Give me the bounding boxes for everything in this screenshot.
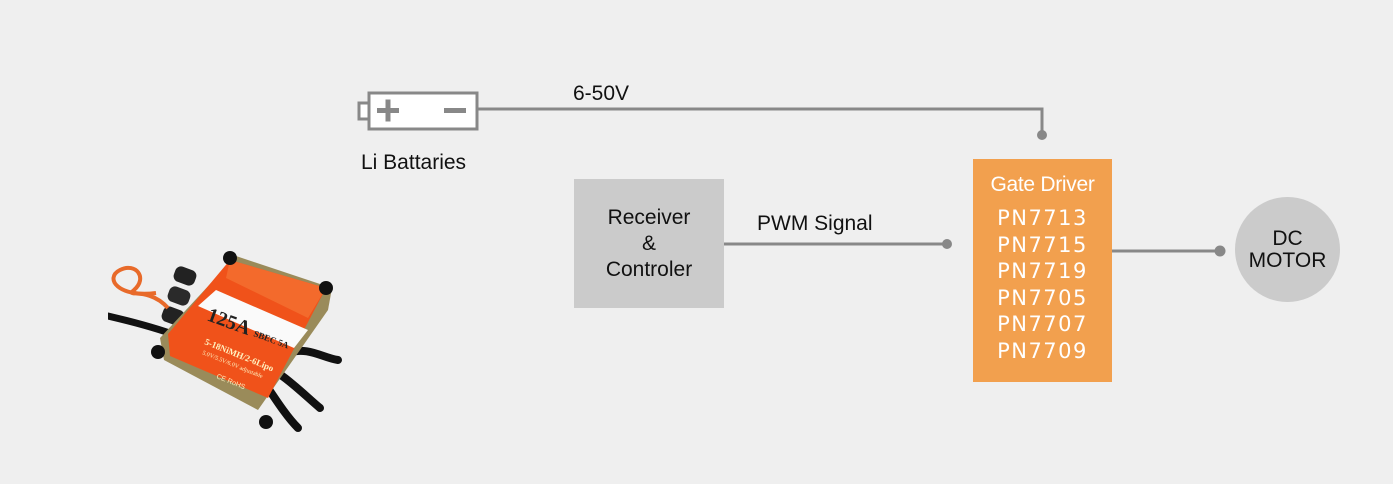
power-wire [478,107,1044,135]
battery-label: Li Battaries [361,151,467,174]
receiver-line-3: Controler [605,257,693,281]
receiver-controller-block: Receiver & Controler [574,179,724,308]
receiver-line-1: Receiver [607,205,691,229]
part-number: PN7719 [997,259,1088,283]
dc-motor-block: DC MOTOR [1235,197,1340,302]
pwm-signal-label: PWM Signal [757,212,873,235]
cable [274,369,324,412]
motor-wire-endpoint [1214,245,1226,257]
signal-wire [111,266,170,310]
part-number: PN7715 [997,232,1088,257]
voltage-label: 6-50V [573,82,630,105]
gate-driver-title: Gate Driver [990,173,1095,196]
motor-line-1: DC [1272,226,1303,250]
power-wire-endpoint [1037,130,1047,140]
part-number: PN7705 [997,285,1088,310]
part-number: PN7709 [997,338,1088,363]
part-number: PN7707 [997,312,1088,336]
part-number: PN7713 [997,206,1088,230]
gate-driver-block: Gate Driver PN7713 PN7715 PN7719 PN7705 … [973,159,1112,382]
motor-line-2: MOTOR [1248,248,1327,272]
battery-icon [357,91,479,131]
pwm-wire-endpoint [942,239,952,249]
minus-sign-icon [444,108,466,113]
receiver-line-2: & [641,231,656,255]
esc-product-image: 125A SBEC 5A 5-18NiMH/2-6Lipo 5.0V/5.5V/… [108,251,342,432]
gate-driver-part-list: PN7713 PN7715 PN7719 PN7705 PN7707 PN770… [973,205,1112,364]
